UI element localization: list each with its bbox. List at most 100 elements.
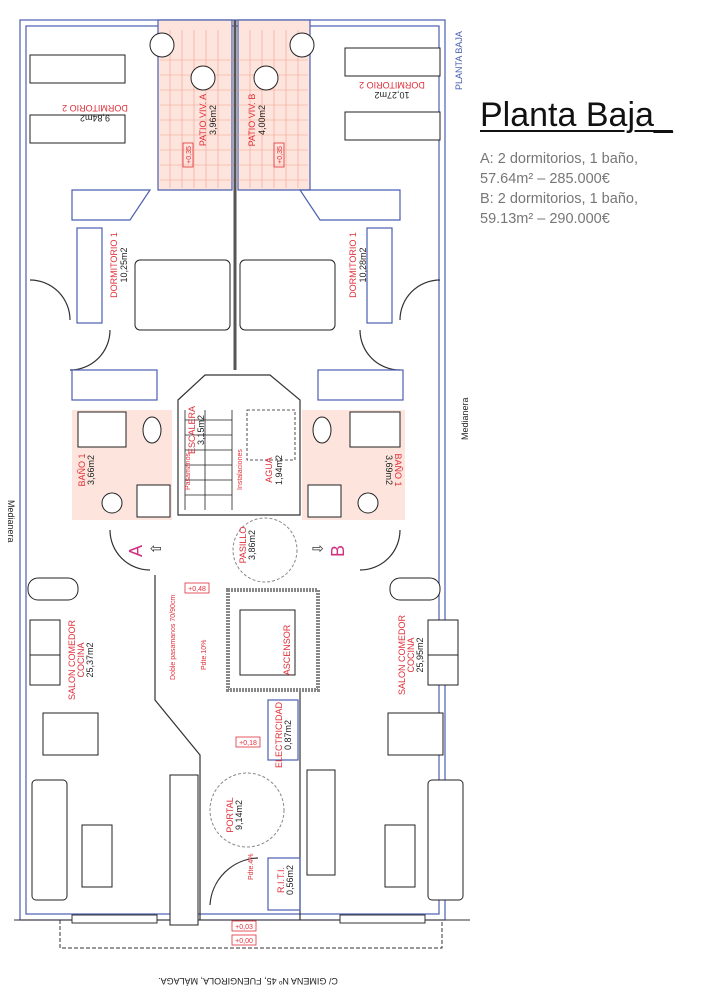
svg-text:+0,03: +0,03	[235, 924, 253, 931]
washer-a	[136, 484, 171, 518]
svg-text:4,00m2: 4,00m2	[257, 105, 267, 135]
toilet-a	[142, 416, 162, 444]
label-patio-a: PATIO VIV. A 3,96m2	[198, 94, 218, 146]
level-rampa-bottom: +0,18	[235, 736, 261, 748]
svg-text:BAÑO 1: BAÑO 1	[77, 453, 87, 486]
kitchen-b	[389, 577, 459, 686]
label-escalera: ESCALERA 3,15m2	[187, 406, 206, 454]
unit-a-line-1: A: 2 dormitorios, 1 baño,	[480, 151, 638, 167]
sink-b	[357, 492, 379, 514]
label-bano-a: BAÑO 1 3,66m2	[77, 453, 96, 486]
portal-door	[209, 857, 259, 906]
label-pasillo: PASILLO 3,86m2	[238, 527, 257, 564]
patio-table-a	[190, 65, 216, 91]
label-riti: R.I.T.I. 0,56m2	[276, 865, 295, 895]
level-calle: +0,00	[231, 934, 257, 946]
svg-text:ESCALERA: ESCALERA	[187, 406, 197, 454]
label-portal: PORTAL 9,14m2	[225, 797, 244, 832]
level-patio-b: +0,35	[273, 142, 285, 168]
street-address: C/ GIMENA Nº 45, FUENGIROLA, MÁLAGA.	[158, 976, 338, 986]
unit-b-line-2: 59.13m² – 290.000€	[480, 211, 610, 227]
sofa-b	[427, 779, 464, 901]
door-b	[359, 329, 401, 371]
side-panel: Planta Baja_ A: 2 dormitorios, 1 baño, 5…	[480, 96, 700, 229]
svg-text:DORMITORIO 2: DORMITORIO 2	[62, 103, 128, 113]
kitchen-a	[27, 577, 79, 686]
svg-text:9,84m2: 9,84m2	[80, 113, 110, 123]
svg-text:0,87m2: 0,87m2	[283, 720, 293, 750]
arrow-b-icon: ⇨	[312, 540, 324, 556]
svg-text:3,86m2: 3,86m2	[247, 530, 257, 560]
svg-text:PATIO VIV. B: PATIO VIV. B	[247, 94, 257, 147]
facade-windows	[71, 914, 426, 924]
unit-a-line-2: 57.64m² – 285.000€	[480, 171, 610, 187]
level-rampa-top: +0,48	[184, 582, 210, 594]
toilet-b	[312, 416, 332, 444]
unit-a-label: A	[126, 545, 146, 557]
shower-a	[77, 411, 127, 448]
dining-table-a	[42, 712, 99, 756]
unit-doors	[109, 529, 401, 571]
sofa-a	[31, 779, 68, 901]
note-pasamanos: Pasamanos	[185, 453, 192, 490]
svg-text:3,69m2: 3,69m2	[384, 455, 394, 485]
label-bano-b: BAÑO 1 3,69m2	[384, 453, 403, 486]
svg-text:PATIO VIV. A: PATIO VIV. A	[198, 94, 208, 146]
svg-text:+0,48: +0,48	[188, 586, 206, 593]
svg-text:PORTAL: PORTAL	[225, 797, 235, 832]
water-heater-b	[289, 32, 315, 58]
svg-text:9,14m2: 9,14m2	[234, 800, 244, 830]
stairs	[184, 409, 296, 510]
water-heater-a	[149, 32, 175, 58]
bed-b	[239, 259, 336, 331]
level-entrada: +0,03	[231, 920, 257, 932]
dining-table-b	[387, 712, 444, 756]
note-doble-pasamanos: Doble pasamanos 70/90cm	[170, 595, 177, 680]
label-patio-b: PATIO VIV. B 4,00m2	[247, 94, 267, 147]
svg-text:COCINA: COCINA	[76, 642, 86, 677]
svg-text:SALON COMEDOR: SALON COMEDOR	[67, 619, 77, 700]
svg-text:3,66m2: 3,66m2	[86, 455, 96, 485]
wardrobe-a	[76, 227, 103, 324]
tv-unit-a	[169, 774, 199, 926]
label-dormitorio-2-a: DORMITORIO 2 9,84m2	[62, 103, 128, 123]
svg-text:10,25m2: 10,25m2	[119, 247, 129, 282]
svg-text:SALON COMEDOR: SALON COMEDOR	[397, 614, 407, 695]
turning-circle-portal	[209, 772, 285, 848]
dormitorio-2-a	[29, 54, 126, 144]
svg-text:DORMITORIO 1: DORMITORIO 1	[348, 232, 358, 298]
label-ascensor: ASCENSOR	[282, 624, 292, 675]
tv-unit-b	[306, 769, 336, 876]
sidewalk-outline	[59, 920, 443, 949]
svg-text:+0,35: +0,35	[186, 146, 193, 164]
label-salon-b: SALON COMEDOR COCINA 25,95m2	[397, 614, 425, 695]
bed-a	[134, 259, 231, 331]
medianera-right: Medianera	[460, 397, 470, 440]
electricidad-room	[267, 699, 299, 761]
svg-text:10,28m2: 10,28m2	[358, 247, 368, 282]
dormitorio-2-b	[344, 47, 441, 141]
label-salon-a: SALON COMEDOR COCINA 25,37m2	[67, 619, 95, 700]
coffee-table-a	[81, 824, 113, 888]
svg-text:25,37m2: 25,37m2	[85, 642, 95, 677]
label-dormitorio-2-b: DORMITORIO 2 10,27m2	[359, 80, 425, 100]
label-dormitorio-1-b: DORMITORIO 1 10,28m2	[348, 232, 368, 298]
svg-text:R.I.T.I.: R.I.T.I.	[276, 867, 286, 893]
wardrobe-mid-a	[71, 369, 158, 401]
svg-text:+0,35: +0,35	[277, 146, 284, 164]
svg-text:DORMITORIO 2: DORMITORIO 2	[359, 80, 425, 90]
wardrobe-mid-b	[317, 369, 404, 401]
page-title: Planta Baja_	[480, 96, 673, 134]
svg-text:25,95m2: 25,95m2	[415, 637, 425, 672]
door-dorm1-b	[399, 279, 441, 321]
patio-table-b	[253, 65, 279, 91]
unit-b-line-1: B: 2 dormitorios, 1 baño,	[480, 191, 638, 207]
sink-a	[101, 492, 123, 514]
label-agua: AGUA 1,94m2	[264, 455, 284, 485]
elevator-cabin	[239, 609, 296, 676]
note-pendiente-portal: Pdte.4%	[248, 854, 255, 880]
stair-core	[177, 374, 301, 516]
svg-text:AGUA: AGUA	[264, 457, 274, 483]
shower-b	[349, 411, 401, 448]
floor-plan: DORMITORIO 2 9,84m2 DORMITORIO 2 10,27m2…	[6, 19, 470, 986]
